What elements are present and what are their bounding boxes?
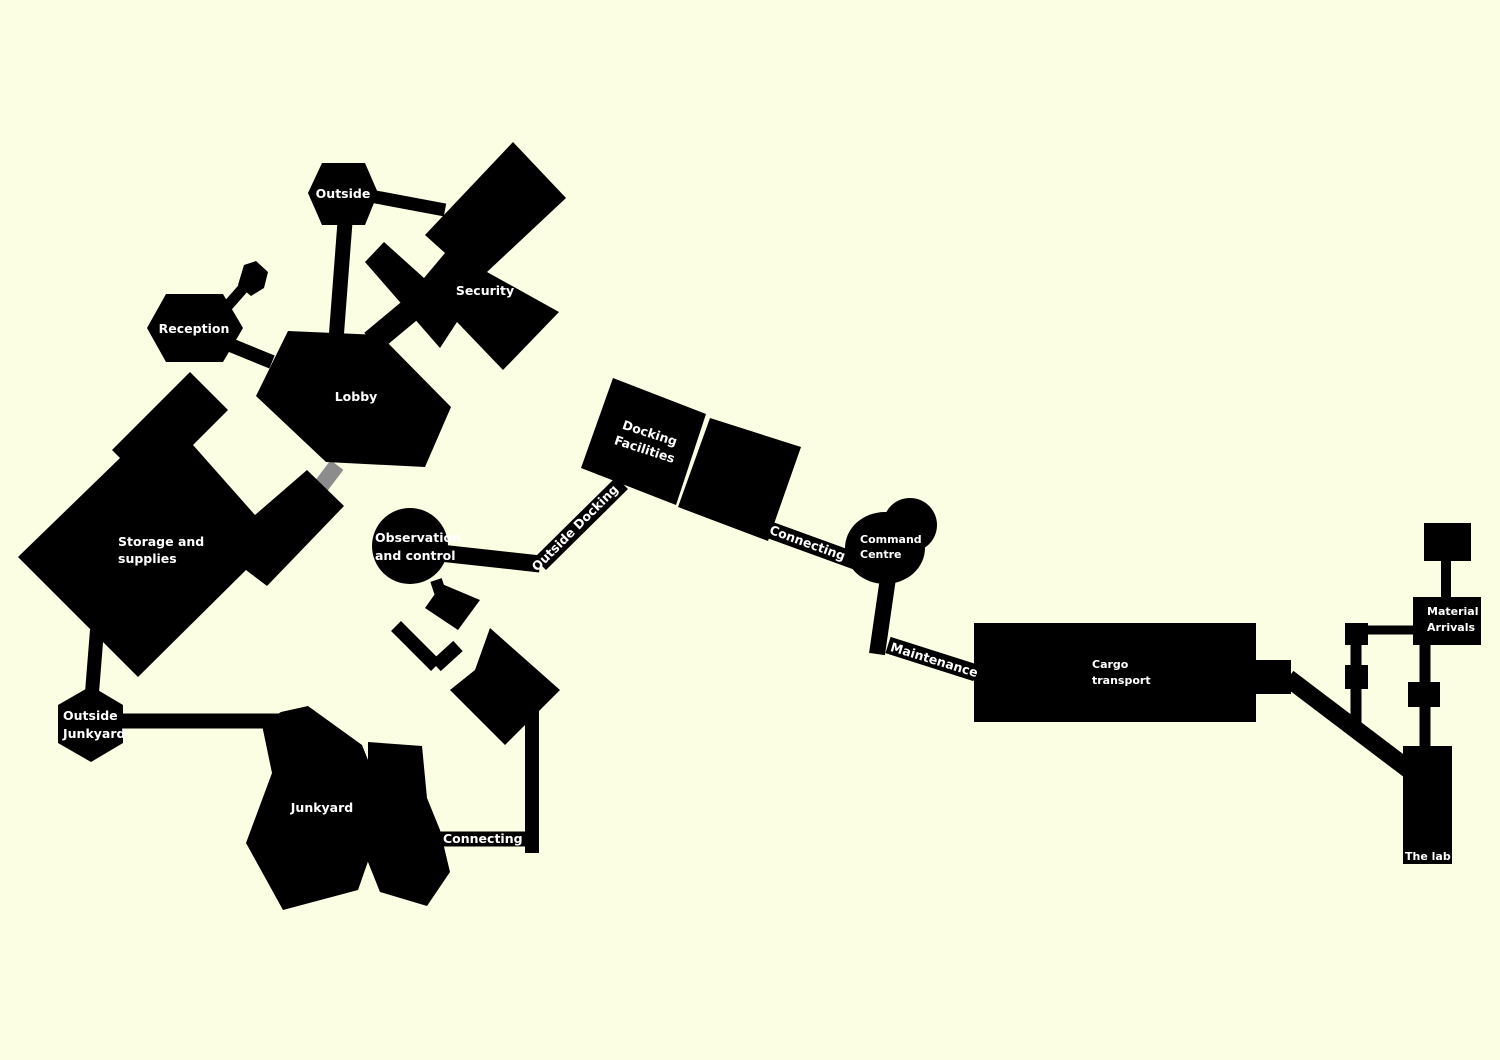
label-material-line1: Material: [1427, 605, 1478, 618]
room-observation-annex: [425, 584, 480, 630]
room-docking-facilities[interactable]: [581, 378, 706, 505]
corridor-docking-command: [767, 522, 861, 570]
room-lab-node-a: [1345, 623, 1368, 645]
label-storage-line1: Storage and: [118, 534, 204, 549]
corridor-maintenance-cargo: [885, 636, 979, 682]
label-reception: Reception: [159, 321, 230, 336]
room-cargo-transport[interactable]: [974, 623, 1256, 722]
label-outside-junkyard-line2: Junkyard: [62, 726, 125, 741]
room-lab-node-c: [1408, 682, 1440, 707]
room-observation-control[interactable]: [372, 508, 448, 584]
room-lobby[interactable]: [256, 331, 451, 467]
room-cargo-dock: [1254, 660, 1291, 694]
corridor-cargo-lab: [1282, 670, 1418, 780]
room-storage-supplies[interactable]: [18, 372, 344, 677]
label-observation-line1: Observation: [375, 530, 461, 545]
corridor-command-maintenance: [869, 576, 896, 656]
label-outside-junkyard-line1: Outside: [63, 708, 118, 723]
room-the-lab[interactable]: [1403, 746, 1452, 864]
room-small-node: [238, 261, 268, 296]
room-lower-block: [450, 628, 560, 745]
room-reception[interactable]: [147, 294, 243, 362]
label-material-line2: Arrivals: [1427, 621, 1475, 634]
corridor-reception-lobby: [225, 337, 275, 369]
corridor-outside-security: [363, 188, 447, 217]
room-junkyard-left[interactable]: [246, 706, 372, 910]
label-security: Security: [456, 283, 514, 298]
label-maintenance: Maintenance: [889, 639, 980, 680]
room-material-top-node: [1424, 523, 1471, 561]
label-observation-line2: and control: [375, 548, 456, 563]
label-connecting-lower: Connecting: [443, 831, 523, 846]
rooms: [18, 142, 1481, 910]
room-lab-node-b: [1345, 665, 1368, 689]
label-junkyard: Junkyard: [290, 800, 353, 815]
label-command-line1: Command: [860, 533, 922, 546]
label-cargo-line2: transport: [1092, 674, 1151, 687]
label-connecting-upper: Connecting: [768, 522, 848, 563]
command-centre-lobe-b: [883, 498, 937, 552]
label-cargo-line1: Cargo: [1092, 658, 1129, 671]
room-junkyard-right: [368, 742, 450, 906]
label-outside-docking: Outside Docking: [529, 482, 622, 575]
label-the-lab: The lab: [1405, 850, 1451, 863]
corridor-outside-lobby: [328, 221, 353, 341]
room-security[interactable]: [365, 142, 566, 370]
room-material-arrivals[interactable]: [1413, 597, 1481, 645]
label-command-line2: Centre: [860, 548, 902, 561]
room-command-centre[interactable]: [845, 498, 937, 584]
corridor-observation-docking-a: [439, 544, 541, 573]
room-docking-annex: [678, 418, 801, 541]
room-labels: Outside Reception Security Lobby Storage…: [62, 186, 1478, 863]
room-outside-top[interactable]: [308, 163, 378, 225]
corridor-observation-stub-b: [431, 640, 463, 672]
corridor-observation-docking-b: [534, 476, 628, 571]
label-lobby: Lobby: [335, 389, 378, 404]
label-outside-top: Outside: [316, 186, 371, 201]
label-storage-line2: supplies: [118, 551, 177, 566]
corridor-observation-stub-a: [391, 621, 441, 671]
room-outside-junkyard[interactable]: [58, 686, 123, 762]
